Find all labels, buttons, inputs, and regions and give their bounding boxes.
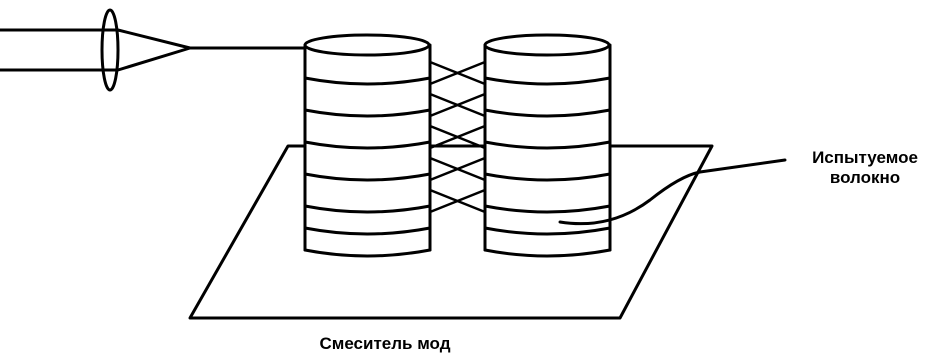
left-winding-4 — [303, 172, 432, 182]
focusing-lens — [100, 8, 120, 92]
left-mandrel-top — [303, 33, 431, 57]
cone-lower-edge — [116, 46, 192, 72]
mode-mixer-label: Смеситель мод — [319, 334, 451, 353]
right-winding-2 — [483, 108, 612, 118]
input-beam — [0, 28, 118, 72]
test-fiber-label-line1: Испытуемое — [812, 148, 918, 167]
left-winding-1 — [303, 76, 432, 86]
right-winding-3 — [483, 140, 612, 150]
cross-6 — [428, 124, 487, 150]
test-fiber — [558, 158, 787, 226]
right-winding-6 — [483, 226, 612, 236]
right-mandrel — [483, 33, 612, 258]
focus-cone — [116, 28, 192, 72]
right-winding-1 — [483, 76, 612, 86]
crossing-fiber — [428, 60, 487, 214]
left-winding-3 — [303, 140, 432, 150]
test-fiber-label: Испытуемое волокно — [790, 148, 940, 188]
cone-upper-edge — [116, 28, 192, 50]
right-winding-5 — [483, 204, 612, 214]
left-mandrel-bottom — [303, 248, 432, 258]
left-mandrel-body — [305, 45, 430, 255]
right-mandrel-top — [483, 33, 611, 57]
cross-2 — [428, 60, 487, 86]
cross-8 — [428, 156, 487, 182]
right-winding-4 — [483, 172, 612, 182]
cross-4 — [428, 92, 487, 118]
left-winding-6 — [303, 226, 432, 236]
right-mandrel-bottom — [483, 248, 612, 258]
left-mandrel — [303, 33, 432, 258]
left-winding-2 — [303, 108, 432, 118]
test-fiber-label-line2: волокно — [829, 168, 901, 187]
left-winding-5 — [303, 204, 432, 214]
cross-10 — [428, 188, 487, 214]
